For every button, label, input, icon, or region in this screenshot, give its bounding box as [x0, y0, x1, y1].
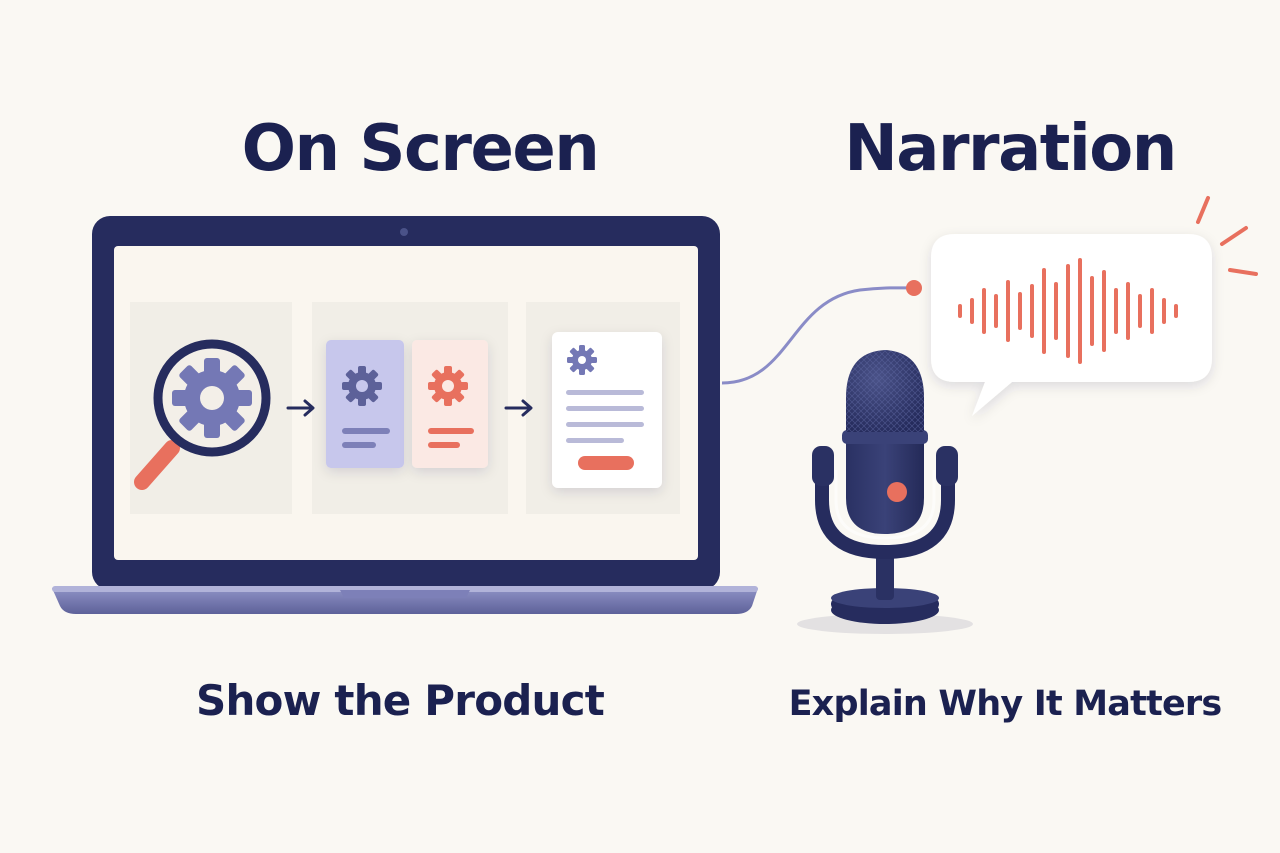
microphone-icon [797, 350, 973, 634]
arrow-right-icon [504, 399, 533, 417]
microphone-record-dot [887, 482, 907, 502]
result-card [552, 332, 662, 488]
gear-icon [567, 345, 597, 375]
gear-icon [428, 366, 468, 406]
gear-icon [342, 366, 382, 406]
narration-title: Narration [844, 112, 1177, 186]
magnifier-gear-icon [134, 339, 271, 490]
option-card-lavender [326, 340, 404, 468]
arrow-right-icon [286, 399, 315, 417]
laptop-notch [340, 590, 470, 598]
explain-matters-caption: Explain Why It Matters [788, 684, 1223, 724]
on-screen-title: On Screen [241, 112, 600, 186]
option-card-coral [412, 340, 488, 468]
result-card-button [578, 456, 634, 470]
connection-line [721, 286, 915, 385]
laptop-base [52, 588, 758, 614]
gear-icon [172, 358, 252, 438]
sound-wave-icon [958, 258, 1178, 364]
emphasis-rays [1196, 196, 1258, 276]
connection-dot [906, 280, 922, 296]
show-product-caption: Show the Product [196, 676, 605, 725]
speech-bubble-icon [931, 234, 1212, 416]
